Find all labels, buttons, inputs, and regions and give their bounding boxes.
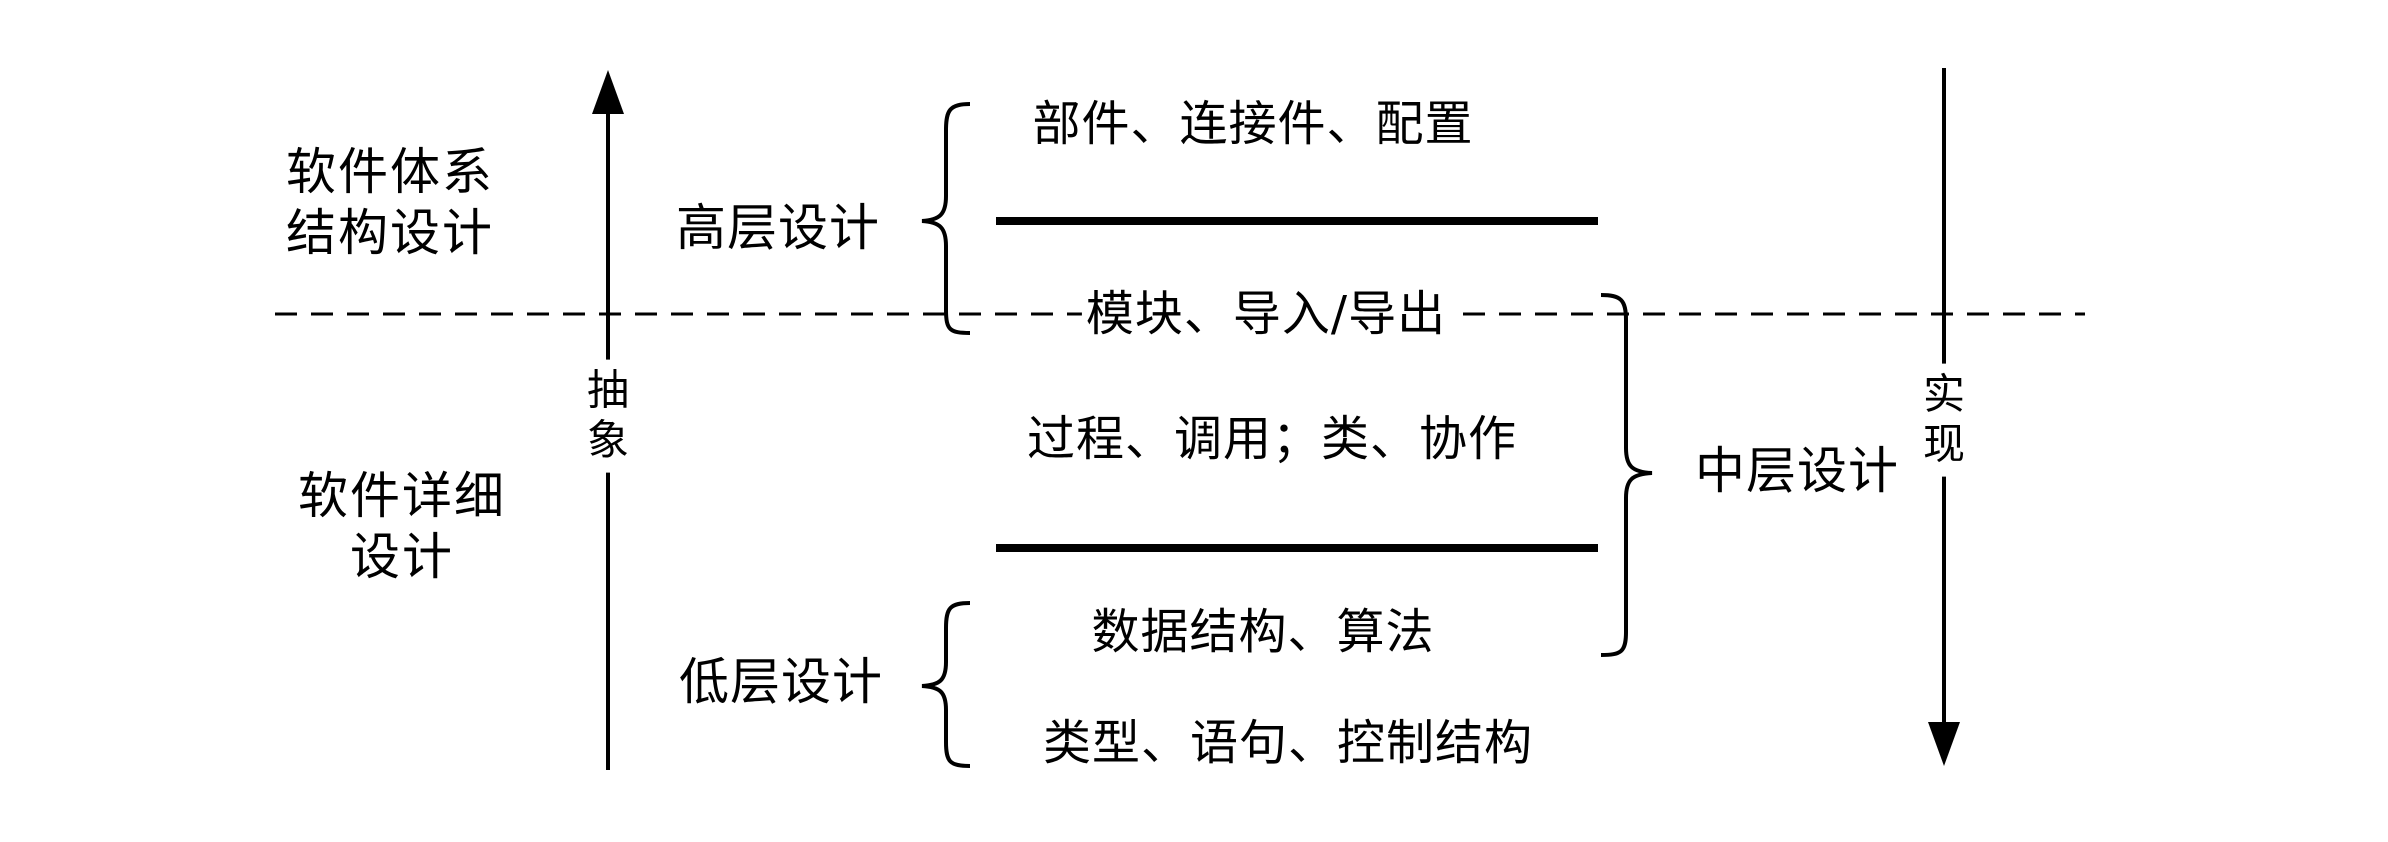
middle-level-design-label: 中层设计 bbox=[1695, 442, 1899, 500]
procedures-item: 过程、调用；类、协作 bbox=[1026, 411, 1518, 467]
architecture-design-label-line1: 软件体系 bbox=[286, 143, 494, 201]
abstraction-axis-label: 抽 象 bbox=[584, 359, 632, 473]
implementation-arrowhead bbox=[1928, 722, 1960, 766]
modules-item: 模块、导入/导出 bbox=[1081, 290, 1451, 338]
implementation-axis-label: 实 现 bbox=[1920, 363, 1968, 477]
low-level-brace bbox=[921, 601, 971, 768]
implementation-axis-char2: 现 bbox=[1922, 420, 1966, 469]
components-item: 部件、连接件、配置 bbox=[1032, 96, 1474, 152]
data-structures-item: 数据结构、算法 bbox=[1091, 604, 1435, 660]
low-level-design-label: 低层设计 bbox=[679, 653, 883, 711]
detailed-design-label-line1: 软件详细 bbox=[298, 467, 506, 525]
high-level-brace bbox=[921, 102, 971, 335]
implementation-axis-char1: 实 bbox=[1922, 369, 1966, 419]
middle-level-brace bbox=[1600, 293, 1653, 657]
detailed-design-label-line2: 设计 bbox=[350, 528, 454, 586]
architecture-design-label: 软件体系 结构设计 bbox=[286, 142, 494, 264]
detailed-design-label: 软件详细 设计 bbox=[298, 466, 506, 588]
architecture-design-label-line2: 结构设计 bbox=[286, 204, 494, 262]
abstraction-axis-char2: 象 bbox=[586, 416, 630, 465]
high-level-design-label: 高层设计 bbox=[676, 199, 880, 257]
abstraction-axis-char1: 抽 bbox=[586, 365, 630, 415]
types-item: 类型、语句、控制结构 bbox=[1042, 715, 1534, 771]
abstraction-arrowhead bbox=[592, 70, 624, 114]
